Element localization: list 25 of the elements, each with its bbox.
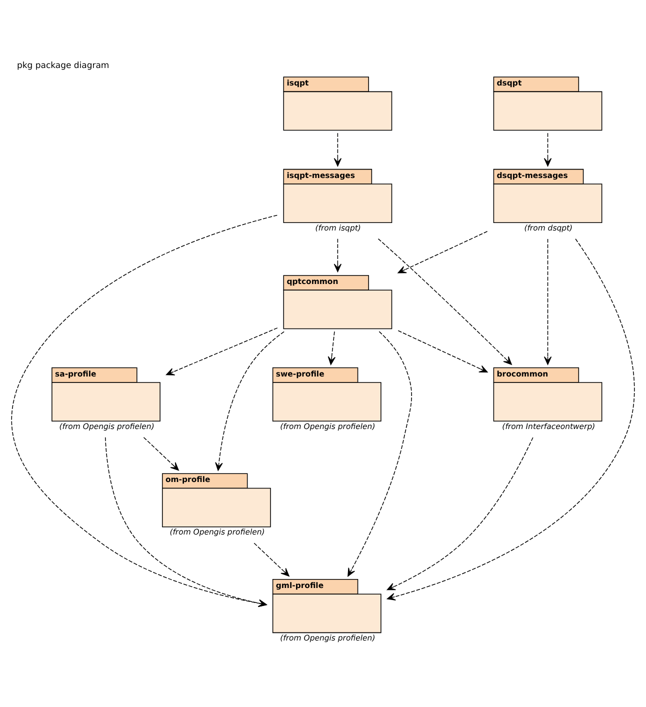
arrow [143,436,179,471]
node-label: (from Opengis profielen) [170,528,265,537]
arrow [398,330,488,373]
arrow [334,132,342,166]
arrow [398,231,488,274]
node-label: (from Opengis profielen) [280,633,376,642]
arrow [104,436,267,608]
node-label: (from Opengis profielen) [59,422,154,431]
arrow [215,331,284,471]
arrow [544,132,552,166]
node-label: (from Opengis profielen) [280,422,376,431]
arrow [11,214,278,608]
arrow [334,238,342,272]
diagram-title: pkg package diagram [17,60,110,71]
node-label: (from Interfaceontwerp) [502,422,596,431]
arrow [544,238,552,365]
arrow [348,331,412,577]
arrow [386,437,534,590]
arrow [386,238,635,601]
arrow [328,331,336,365]
node-label: (from isqpt) [315,223,361,232]
arrow [378,238,512,365]
arrow [254,542,290,576]
node-label: (from dsqpt) [524,223,573,232]
arrow [166,328,278,376]
